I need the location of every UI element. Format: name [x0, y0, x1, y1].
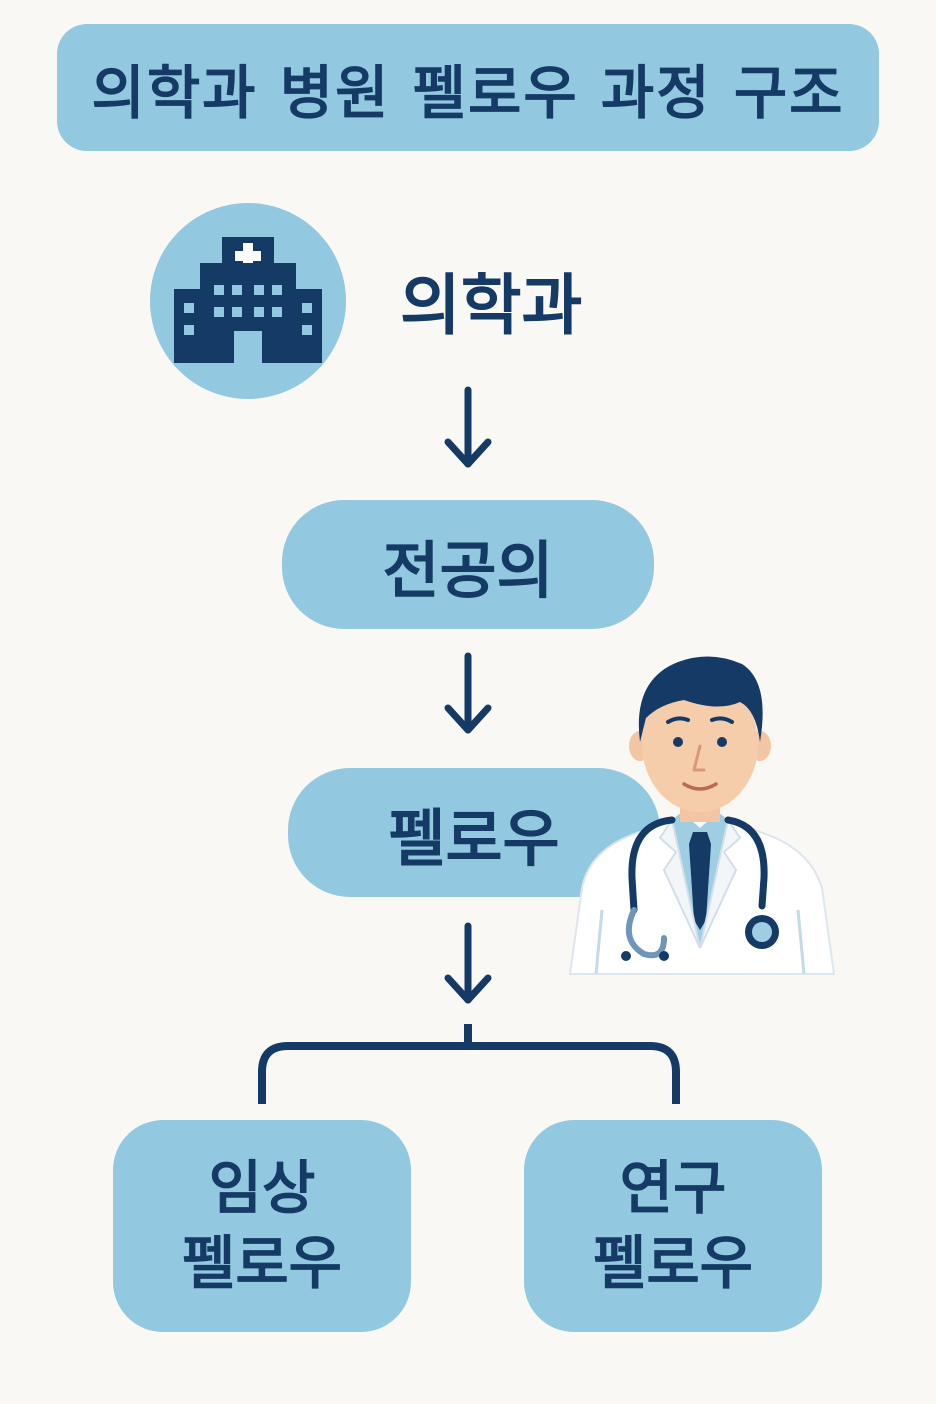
node-research-fellow-line1: 연구 — [619, 1153, 727, 1222]
node-resident: 전공의 — [282, 500, 654, 629]
doctor-illustration — [568, 656, 836, 975]
node-clinical-fellow: 임상 펠로우 — [113, 1120, 411, 1332]
node-fellow: 펠로우 — [288, 768, 660, 897]
page-title: 의학과 병원 펠로우 과정 구조 — [91, 58, 845, 127]
arrow-down-icon — [444, 652, 492, 734]
arrow-down-icon — [444, 386, 492, 468]
branch-connector — [258, 1024, 680, 1104]
hospital-badge — [150, 203, 346, 399]
node-research-fellow: 연구 펠로우 — [524, 1120, 822, 1332]
node-fellow-label: 펠로우 — [388, 801, 560, 875]
title-banner: 의학과 병원 펠로우 과정 구조 — [57, 24, 879, 151]
node-clinical-fellow-line1: 임상 — [208, 1153, 316, 1222]
node-resident-label: 전공의 — [382, 533, 554, 607]
node-clinical-fellow-line2: 펠로우 — [181, 1229, 343, 1297]
node-school: 의학과 — [400, 267, 583, 344]
arrow-down-icon — [444, 922, 492, 1004]
node-research-fellow-line2: 펠로우 — [592, 1229, 754, 1297]
hospital-building-icon — [174, 237, 322, 363]
